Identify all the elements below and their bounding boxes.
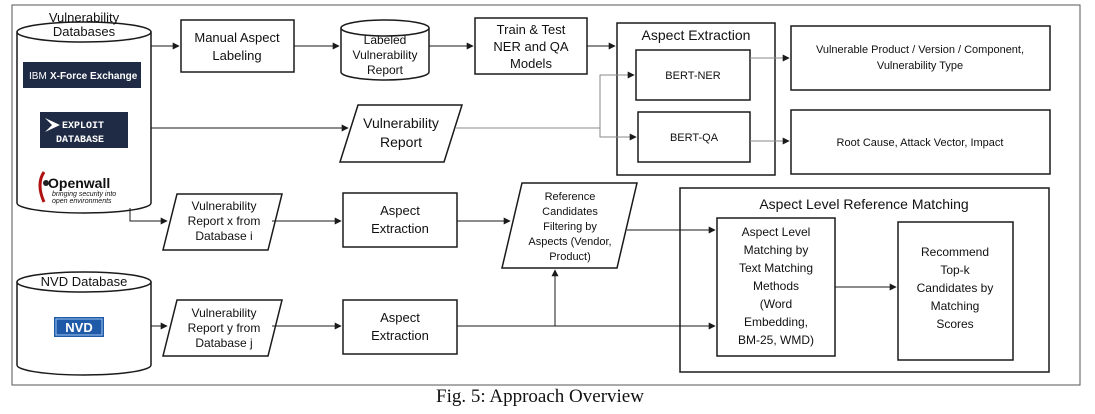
ner-output-label: Vulnerable Product / Version / Component… (816, 44, 1024, 72)
text-line: Vulnerability Type (877, 60, 963, 72)
text-line: Extraction (371, 221, 429, 236)
text-line: Models (510, 56, 552, 71)
bert-ner-box (635, 49, 751, 101)
nvd-logo-text: NVD (65, 320, 92, 335)
text-line: Train & Test (497, 22, 566, 37)
bert-qa-box (637, 111, 751, 163)
text-line: open environments (52, 198, 112, 205)
text-line: Database j (195, 336, 252, 350)
exploit-line2: DATABASE (56, 135, 104, 146)
qa-output-label: Root Cause, Attack Vector, Impact (837, 137, 1004, 149)
text-line: Vulnerability (192, 199, 257, 213)
text-line: (Word (760, 297, 792, 311)
text-line: Matching (931, 299, 980, 313)
text-line: Vulnerable Product / Version / Component… (816, 44, 1024, 56)
arrow-report-to-bert-ner (456, 71, 635, 129)
text-line: Extraction (371, 328, 429, 343)
exploit-database-logo: EXPLOIT DATABASE (40, 112, 128, 148)
aspect-extraction-container: Aspect Extraction BERT-NER BERT-QA (616, 22, 776, 176)
text-line: BM-25, WMD) (738, 333, 814, 347)
text-line: Recommend (921, 245, 989, 259)
arrow-report-to-bert-qa (599, 128, 637, 141)
qa-output-box: Root Cause, Attack Vector, Impact (790, 109, 1051, 175)
text-line: Filtering by (543, 221, 597, 233)
openwall-name: Openwall (48, 175, 110, 191)
text-line: Scores (936, 317, 973, 331)
text-line: bringing security into (52, 191, 116, 198)
text-line: Databases (53, 24, 116, 39)
arrow-db-to-report-x (129, 208, 168, 225)
text-line: Product) (549, 251, 591, 263)
text-line: Methods (753, 279, 799, 293)
text-line: Vulnerability (49, 10, 120, 25)
ner-output-box: Vulnerable Product / Version / Component… (790, 25, 1051, 91)
reference-matching-title: Aspect Level Reference Matching (759, 196, 968, 212)
text-line: Vulnerability (363, 115, 439, 131)
text-line: Database i (195, 229, 252, 243)
diagram-frame (11, 4, 1081, 386)
aspect-extraction-title: Aspect Extraction (642, 27, 751, 43)
text-line: Embedding, (744, 315, 808, 329)
recommend-box (897, 221, 1014, 361)
bert-qa-label: BERT-QA (670, 132, 719, 144)
text-line: Labeled (364, 33, 407, 47)
text-line: Vulnerability (353, 48, 418, 62)
text-line: Candidates (542, 206, 598, 218)
text-line: Report y from (188, 321, 261, 335)
text-line: Labeling (212, 48, 261, 63)
gray-connectors (456, 54, 790, 145)
xforce-exchange-logo: IBM X-Force Exchange (23, 62, 141, 88)
text-line: NER and QA (493, 39, 568, 54)
bert-ner-label: BERT-NER (665, 70, 720, 82)
text-line: Candidates by (917, 281, 994, 295)
connectors (129, 42, 897, 330)
figure-caption: Fig. 5: Approach Overview (436, 386, 644, 407)
text-line: Report (380, 134, 422, 150)
text-line: Reference (545, 191, 596, 203)
text-line: Vulnerability (192, 306, 257, 320)
text-line: Aspects (Vendor, (528, 236, 611, 248)
nvd-database-label: NVD Database (41, 274, 128, 289)
nvd-logo: NVD (54, 317, 104, 337)
matching-methods-box (716, 217, 836, 357)
text-line: Aspect Level (742, 225, 811, 239)
exploit-line1: EXPLOIT (62, 121, 104, 132)
text-line: Aspect (380, 203, 420, 218)
reference-matching-container: Aspect Level Reference Matching Aspect L… (679, 187, 1050, 373)
text-line: Aspect (380, 310, 420, 325)
text-line: Text Matching (739, 261, 813, 275)
text-line: Report x from (188, 214, 261, 228)
text-line: Report (367, 63, 404, 77)
text-line: Manual Aspect (194, 30, 280, 45)
xforce-prefix: IBM (29, 71, 47, 82)
xforce-name: X-Force Exchange (50, 71, 138, 82)
text-line: Top-k (940, 263, 970, 277)
text-line: Matching by (744, 243, 809, 257)
